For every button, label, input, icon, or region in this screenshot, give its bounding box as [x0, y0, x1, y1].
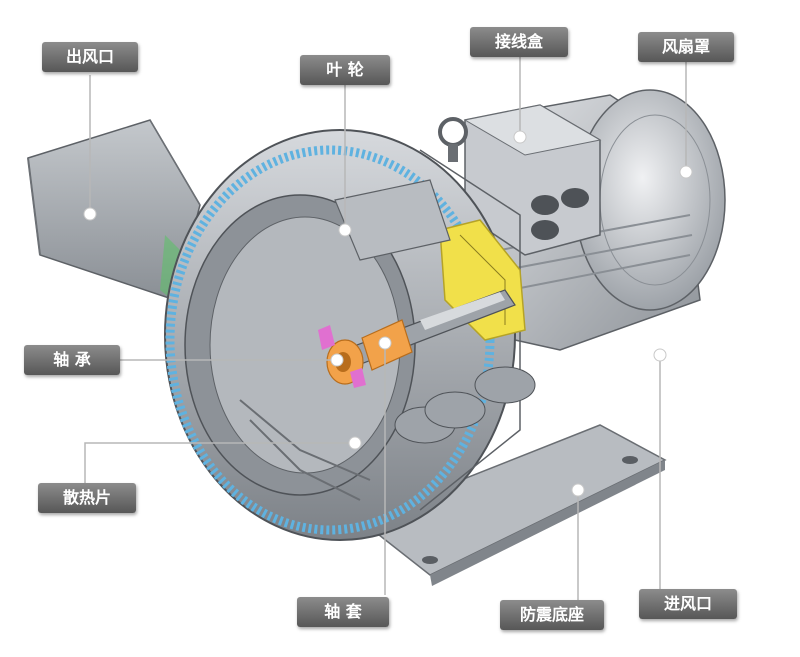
- marker-dots: [83, 130, 693, 497]
- lifting-eye: [438, 117, 468, 162]
- label-shaft-sleeve: 轴 套: [297, 597, 389, 627]
- label-fan-cover: 风扇罩: [638, 32, 734, 62]
- label-impeller: 叶 轮: [300, 55, 390, 85]
- leader-lines: [84, 55, 687, 600]
- impeller: [334, 179, 536, 444]
- label-outlet: 出风口: [42, 42, 138, 72]
- label-heat-sink: 散热片: [38, 483, 136, 513]
- label-junction-box: 接线盒: [470, 27, 568, 57]
- label-inlet: 进风口: [639, 589, 737, 619]
- heat-sink-fins: [239, 399, 371, 501]
- anti-vibration-base: [358, 424, 667, 586]
- leader-heat-sink: [84, 442, 355, 483]
- label-bearing: 轴 承: [24, 345, 120, 375]
- junction-box: [463, 104, 602, 256]
- label-anti-vibration-base: 防震底座: [500, 600, 604, 630]
